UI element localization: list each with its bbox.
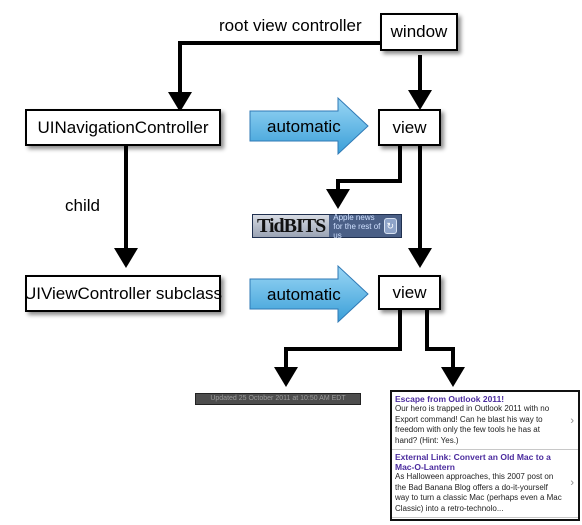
edge-label-automatic-top: automatic (267, 117, 341, 136)
feed-row-title: External Link: Convert an Old Mac to a M… (395, 452, 551, 472)
edge-label-root-view-controller: root view controller (219, 16, 362, 35)
feed-row-summary: As Halloween approaches, this 2007 post … (395, 472, 562, 513)
node-view-bottom: view (378, 275, 441, 310)
tidbits-tagline: Apple news for the rest of us (333, 212, 381, 240)
node-uinavigationcontroller: UINavigationController (25, 109, 221, 146)
feed-row: Escape from Outlook 2011! Our hero is tr… (392, 392, 578, 450)
arrowhead-view-bottom (408, 248, 432, 268)
arrowhead-vc (114, 248, 138, 268)
edge-view-to-tidbits (336, 146, 402, 190)
edge-view-to-feed (425, 310, 455, 370)
arrowhead-updated (274, 367, 298, 387)
automatic-arrow-bottom (249, 264, 369, 324)
feed-row-title: Escape from Outlook 2011! (395, 394, 505, 404)
node-view-top: view (378, 109, 441, 146)
arrowhead-view-top (408, 90, 432, 110)
edge-window-to-nav (178, 41, 380, 95)
feed-row: External Link: Convert an Old Mac to a M… (392, 450, 578, 518)
feed-table: Escape from Outlook 2011! Our hero is tr… (390, 390, 580, 521)
tidbits-header-image: TidBITS Apple news for the rest of us ↻ (252, 212, 402, 240)
chevron-right-icon: › (570, 476, 574, 489)
updated-status-bar: Updated 25 October 2011 at 10:50 AM EDT (195, 393, 361, 405)
arrowhead-nav (168, 92, 192, 112)
edge-view-to-updated (284, 310, 402, 370)
arrowhead-feed (441, 367, 465, 387)
node-window: window (380, 13, 458, 51)
tidbits-logo: TidBITS (253, 215, 330, 237)
automatic-arrow-top (249, 96, 369, 156)
edge-label-automatic-bottom: automatic (267, 285, 341, 304)
arrowhead-tidbits (326, 189, 350, 209)
edge-label-child: child (65, 196, 100, 215)
refresh-icon: ↻ (383, 218, 397, 234)
chevron-right-icon: › (570, 414, 574, 427)
node-uiviewcontroller-subclass: UIViewController subclass (24, 275, 222, 312)
feed-row-summary: Our hero is trapped in Outlook 2011 with… (395, 404, 550, 445)
